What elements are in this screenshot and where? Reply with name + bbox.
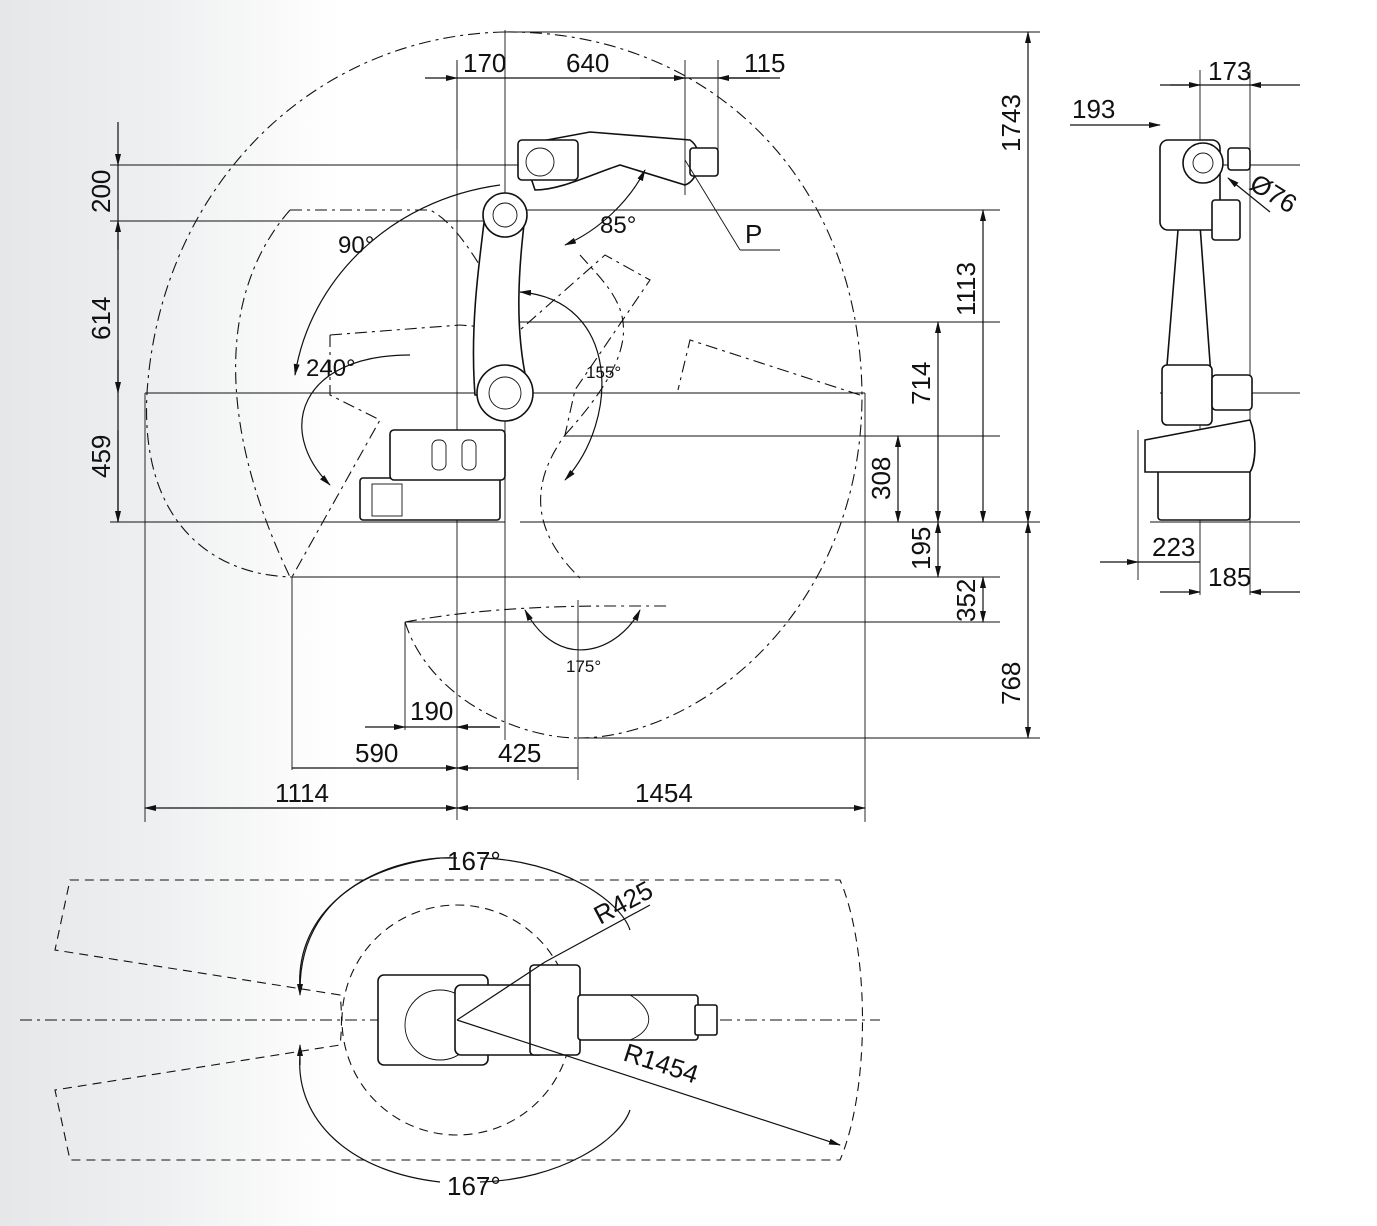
angle-167-bottom: 167°	[447, 1171, 501, 1201]
radius-1454-label: R1454	[620, 1037, 702, 1089]
angle-240-label: 240°	[306, 355, 356, 382]
dim-190: 190	[410, 696, 453, 726]
angle-175-label: 175°	[566, 657, 601, 676]
side-view: 90° 85° 240° 155° 175° P 170 640 115 200…	[86, 30, 1040, 822]
work-envelope-inner	[235, 209, 291, 578]
arc-155	[519, 289, 603, 481]
angle-167-top: 167°	[447, 846, 501, 876]
dim-170: 170	[463, 48, 506, 78]
dim-640: 640	[566, 48, 609, 78]
diameter-76-label: Ø76	[1245, 168, 1303, 219]
work-envelope-right-inner	[677, 339, 861, 396]
work-envelope-quad	[329, 254, 651, 579]
dim-714: 714	[906, 362, 936, 405]
dim-193: 193	[1072, 94, 1115, 124]
dim-352: 352	[951, 579, 981, 622]
work-envelope-outer	[504, 31, 863, 739]
dim-195: 195	[906, 527, 936, 570]
front-view: 173 193 Ø76 223 185	[1070, 56, 1302, 595]
dim-200: 200	[86, 170, 116, 213]
work-envelope-lower-2	[404, 605, 670, 623]
angle-85-label: 85°	[600, 212, 636, 239]
robot-side-illustration	[359, 131, 780, 521]
background-gradient-panel	[0, 0, 340, 1226]
robot-top-illustration	[377, 964, 718, 1066]
dim-768: 768	[996, 662, 1026, 705]
work-envelope-left-wedge	[291, 335, 381, 578]
dim-115: 115	[744, 48, 785, 78]
radius-425-label: R425	[589, 875, 658, 931]
dim-173: 173	[1208, 56, 1251, 86]
dim-590: 590	[355, 738, 398, 768]
dim-308: 308	[866, 457, 896, 500]
work-envelope-lower	[404, 621, 579, 739]
dim-459: 459	[86, 435, 116, 478]
point-p-label: P	[745, 219, 762, 249]
dim-614: 614	[86, 297, 116, 340]
top-view: 167° 167° R425 R1454	[20, 846, 880, 1201]
dim-223: 223	[1152, 532, 1195, 562]
dim-425: 425	[498, 738, 541, 768]
arc-240	[301, 354, 411, 486]
dim-185: 185	[1208, 562, 1251, 592]
dim-1454: 1454	[635, 778, 693, 808]
angle-155-label: 155°	[586, 363, 621, 382]
arc-85	[564, 169, 646, 246]
work-envelope-arc3	[564, 254, 625, 436]
robot-front-illustration	[1144, 139, 1256, 521]
dim-1113: 1113	[951, 262, 981, 316]
angle-90-label: 90°	[338, 232, 374, 259]
dim-1743: 1743	[996, 94, 1026, 152]
top-envelope	[54, 879, 864, 1161]
arc-90	[293, 184, 501, 376]
work-envelope-left	[145, 31, 506, 578]
arc-175	[524, 609, 641, 651]
point-p-leader	[684, 159, 741, 251]
dim-1114: 1114	[275, 778, 329, 808]
